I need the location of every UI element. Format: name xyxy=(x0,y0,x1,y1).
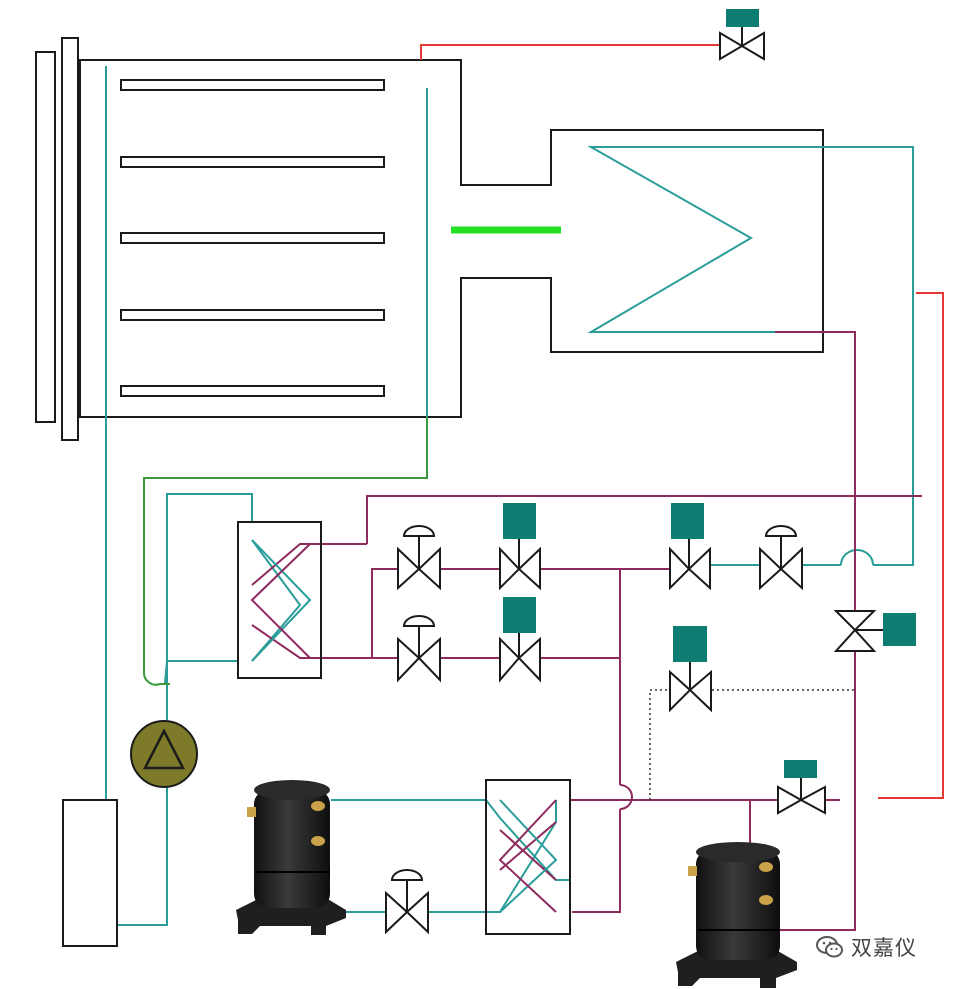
shelf-3 xyxy=(120,232,385,244)
solenoid-valve-vertical xyxy=(833,610,916,652)
watermark: 双嘉仪 xyxy=(815,929,917,965)
manual-valve-1 xyxy=(397,525,441,591)
heat-exchanger-lower xyxy=(485,779,571,935)
wechat-icon xyxy=(816,936,843,958)
circulation-pump xyxy=(130,720,198,788)
heat-exchanger-upper xyxy=(237,521,322,679)
coolant-lines xyxy=(105,66,914,926)
watermark-text: 双嘉仪 xyxy=(851,936,917,960)
chamber-body xyxy=(79,59,824,418)
shelf-2 xyxy=(120,156,385,168)
signal-line xyxy=(649,689,670,800)
shelf-4 xyxy=(120,309,385,321)
solenoid-valve-2 xyxy=(669,503,711,591)
shelf-5 xyxy=(120,385,385,397)
solenoid-valve-1 xyxy=(499,503,541,591)
solenoid-valve-3 xyxy=(499,597,541,683)
solenoid-valve-4 xyxy=(669,626,712,713)
vent-lines xyxy=(420,44,944,799)
compressor-1 xyxy=(236,780,346,935)
vacuum-chamber xyxy=(35,37,824,441)
manual-valve-4 xyxy=(385,869,429,935)
condenser-coil xyxy=(587,146,775,333)
solenoid-valve-5 xyxy=(777,760,826,815)
manual-valve-2 xyxy=(759,525,803,591)
chamber-door-inner xyxy=(61,37,79,441)
chamber-door-outer xyxy=(35,51,56,423)
compressor-2 xyxy=(676,842,797,988)
shelf-1 xyxy=(120,79,385,91)
drain-line xyxy=(143,417,428,686)
refrigerant-lines xyxy=(251,331,922,931)
solenoid-valve-vent xyxy=(719,9,765,61)
receiver-tank xyxy=(62,799,118,947)
manual-valve-3 xyxy=(397,615,441,683)
